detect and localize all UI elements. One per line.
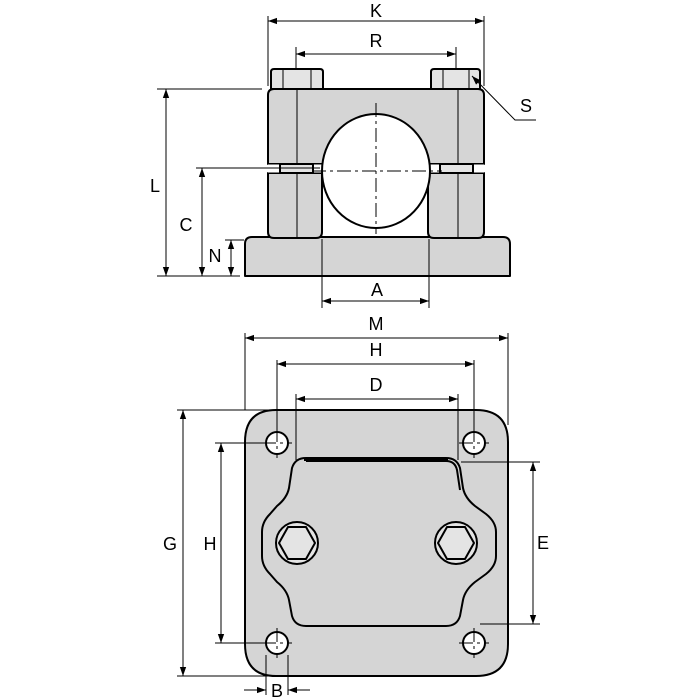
top-view <box>244 409 509 677</box>
front-view <box>244 68 511 277</box>
base-plate <box>244 236 511 277</box>
lower-clamp-body <box>267 172 323 239</box>
label-d: D <box>370 375 383 395</box>
label-s: S <box>520 96 532 116</box>
bolt-shank-right <box>439 163 474 174</box>
label-m: M <box>369 314 384 334</box>
label-k: K <box>370 1 382 21</box>
label-c: C <box>180 215 193 235</box>
label-e: E <box>537 533 549 553</box>
front-dimensions <box>157 16 536 308</box>
bolt-head-left <box>270 68 324 90</box>
label-n: N <box>209 246 222 266</box>
clamp-body-outline <box>261 457 497 627</box>
label-b: B <box>271 681 283 700</box>
label-a: A <box>371 280 383 300</box>
dimension-labels: K R S L C N A M H D G H E B <box>150 1 549 700</box>
label-h-horizontal: H <box>370 340 383 360</box>
top-dimensions <box>177 333 540 695</box>
hex-bolt-left <box>278 526 316 560</box>
hex-bolt-right <box>437 526 475 560</box>
lower-clamp-body-right <box>427 172 485 239</box>
label-r: R <box>370 31 383 51</box>
label-l: L <box>150 176 160 196</box>
bolt-head-right <box>430 68 481 90</box>
label-g: G <box>163 534 177 554</box>
label-h-vertical: H <box>204 534 217 554</box>
